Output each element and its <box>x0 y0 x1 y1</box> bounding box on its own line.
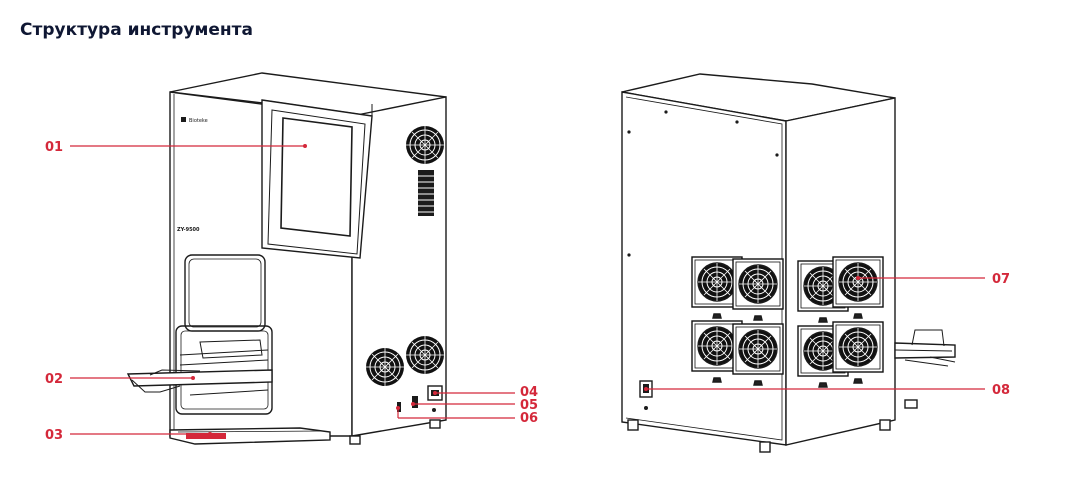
front-logo-text: Bioteke <box>189 118 208 124</box>
callout-05: 05 <box>411 398 538 413</box>
callout-label-06: 06 <box>520 411 538 426</box>
callout-04: 04 <box>433 385 538 400</box>
callout-06: 06 <box>396 406 538 426</box>
callout-label-03: 03 <box>45 428 63 443</box>
callout-label-04: 04 <box>520 385 538 400</box>
callout-08: 08 <box>644 383 1010 398</box>
callout-label-08: 08 <box>992 383 1010 398</box>
callout-label-01: 01 <box>45 140 63 155</box>
callout-07: 07 <box>856 272 1010 287</box>
page-title: Структура инструмента <box>20 20 253 40</box>
callout-label-05: 05 <box>520 398 538 413</box>
back-unit <box>621 73 956 453</box>
callout-03: 03 <box>45 428 212 443</box>
callout-02: 02 <box>45 372 195 387</box>
callout-label-02: 02 <box>45 372 63 387</box>
callout-01: 01 <box>45 140 307 155</box>
callout-label-07: 07 <box>992 272 1010 287</box>
front-model-text: ZY-9500 <box>177 227 200 233</box>
front-unit <box>126 72 447 445</box>
